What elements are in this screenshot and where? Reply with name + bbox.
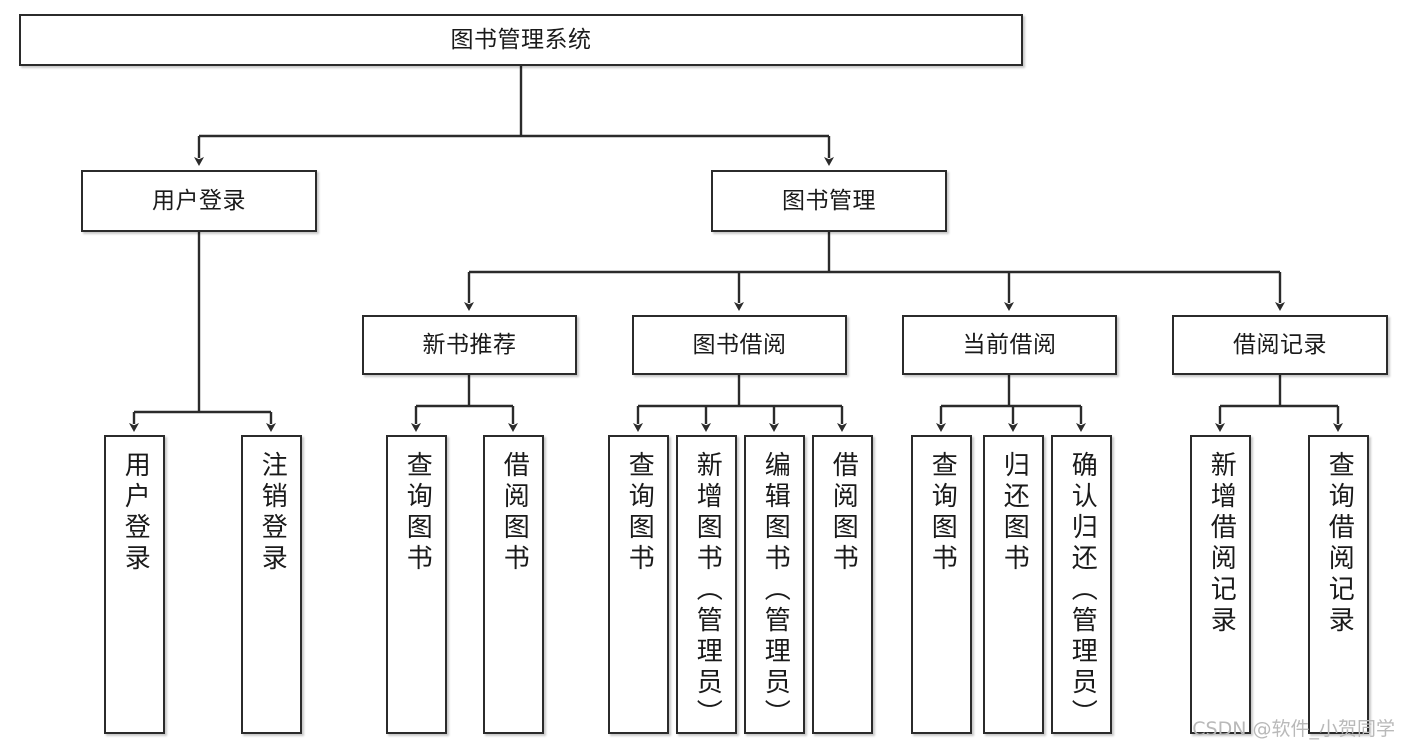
node-leaf-query-book-3[interactable]: 查询图书	[911, 435, 972, 734]
node-leaf-borrow-book-2-label: 借阅图书	[828, 451, 859, 575]
node-root[interactable]: 图书管理系统	[19, 14, 1023, 66]
node-leaf-edit-book[interactable]: 编辑图书（管理员）	[744, 435, 805, 734]
node-leaf-query-book-2-label: 查询图书	[624, 451, 655, 575]
node-leaf-query-record[interactable]: 查询借阅记录	[1308, 435, 1369, 734]
node-leaf-query-book-1[interactable]: 查询图书	[386, 435, 447, 734]
node-leaf-add-record[interactable]: 新增借阅记录	[1190, 435, 1251, 734]
node-leaf-query-record-label: 查询借阅记录	[1324, 451, 1355, 637]
node-borrow-record-label: 借阅记录	[1233, 331, 1327, 358]
node-leaf-borrow-book-2[interactable]: 借阅图书	[812, 435, 873, 734]
node-leaf-query-book-1-label: 查询图书	[402, 451, 433, 575]
node-leaf-confirm-return-label: 确认归还（管理员）	[1067, 451, 1098, 730]
node-user-login-label: 用户登录	[152, 187, 246, 214]
node-leaf-logout[interactable]: 注销登录	[241, 435, 302, 734]
csdn-watermark: CSDN @软件_小贺同学	[1192, 718, 1395, 740]
node-leaf-user-login[interactable]: 用户登录	[104, 435, 165, 734]
node-leaf-return-book[interactable]: 归还图书	[983, 435, 1044, 734]
node-new-book-recommend[interactable]: 新书推荐	[362, 315, 577, 375]
node-leaf-logout-label: 注销登录	[257, 451, 288, 575]
node-current-borrow[interactable]: 当前借阅	[902, 315, 1117, 375]
node-leaf-borrow-book-1-label: 借阅图书	[499, 451, 530, 575]
node-user-login[interactable]: 用户登录	[81, 170, 317, 232]
node-leaf-borrow-book-1[interactable]: 借阅图书	[483, 435, 544, 734]
node-leaf-confirm-return[interactable]: 确认归还（管理员）	[1051, 435, 1112, 734]
node-new-book-recommend-label: 新书推荐	[422, 331, 517, 358]
node-borrow-record[interactable]: 借阅记录	[1172, 315, 1388, 375]
node-leaf-edit-book-label: 编辑图书（管理员）	[760, 451, 791, 730]
node-book-borrow-label: 图书借阅	[692, 331, 787, 358]
node-leaf-query-book-2[interactable]: 查询图书	[608, 435, 669, 734]
node-book-manage-label: 图书管理	[782, 187, 876, 214]
node-leaf-add-book-label: 新增图书（管理员）	[692, 451, 723, 730]
node-book-manage[interactable]: 图书管理	[711, 170, 947, 232]
node-leaf-add-book[interactable]: 新增图书（管理员）	[676, 435, 737, 734]
node-root-label: 图书管理系统	[450, 26, 592, 53]
node-leaf-query-book-3-label: 查询图书	[927, 451, 958, 575]
node-leaf-return-book-label: 归还图书	[999, 451, 1030, 575]
node-leaf-add-record-label: 新增借阅记录	[1206, 451, 1237, 637]
node-book-borrow[interactable]: 图书借阅	[632, 315, 847, 375]
node-current-borrow-label: 当前借阅	[962, 331, 1057, 358]
node-leaf-user-login-label: 用户登录	[120, 451, 151, 575]
